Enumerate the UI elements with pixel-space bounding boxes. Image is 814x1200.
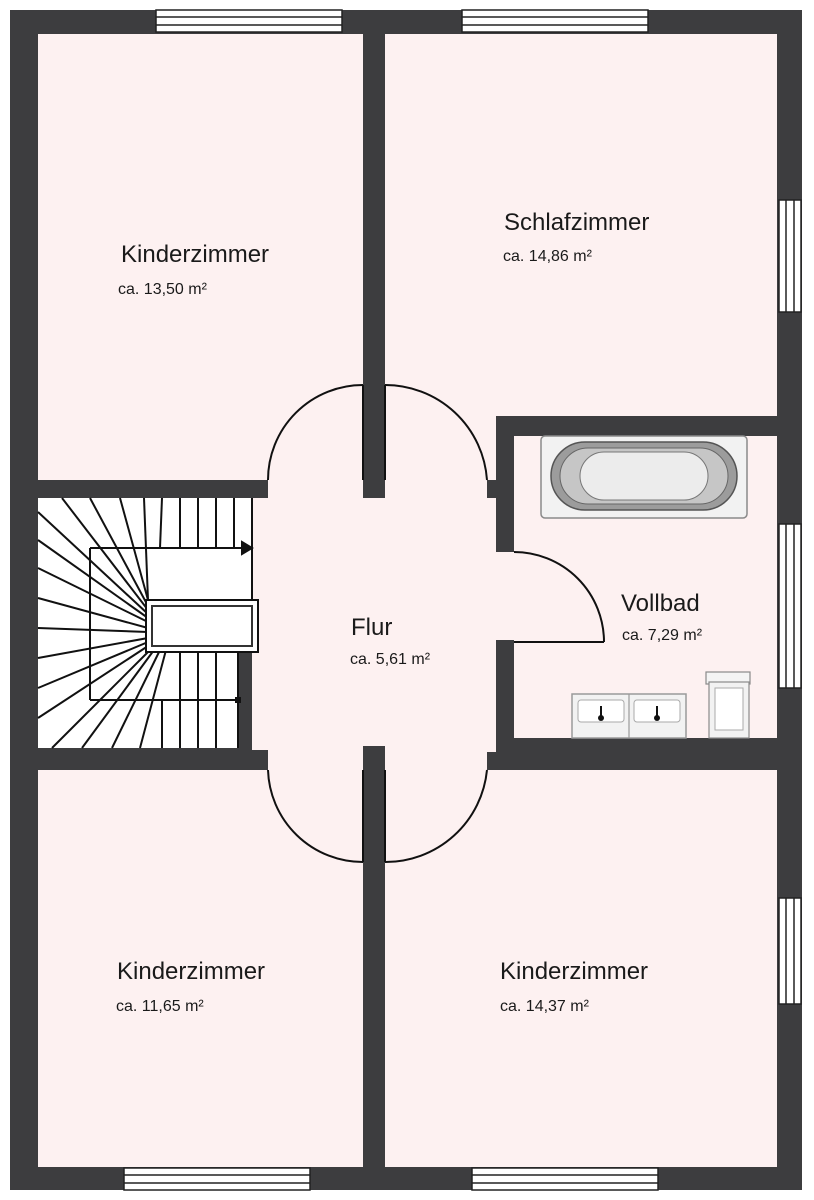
floor-bad-door-zone [496, 552, 514, 640]
wall-se-top [487, 752, 777, 770]
room-area-kinderzimmer-nw: ca. 13,50 m² [118, 281, 207, 298]
hall-center-patch-2 [385, 498, 496, 752]
room-name-vollbad: Vollbad [621, 590, 700, 617]
wall-vertical-top [363, 34, 385, 496]
window-bottom-right [471, 1167, 659, 1191]
room-area-flur: ca. 5,61 m² [350, 651, 431, 668]
door-arc-se [384, 769, 488, 864]
staircase [37, 497, 259, 749]
window-right-kinder-se [778, 897, 802, 1005]
room-name-flur: Flur [351, 614, 393, 641]
room-area-schlafzimmer: ca. 14,86 m² [503, 248, 592, 265]
window-right-bad [778, 523, 802, 689]
inner-walls [38, 34, 777, 1168]
room-area-kinderzimmer-se: ca. 14,37 m² [500, 998, 589, 1015]
wall-nw-bottom [38, 480, 268, 498]
doors [267, 383, 605, 864]
room-name-kinderzimmer-se: Kinderzimmer [500, 958, 649, 985]
door-arc-sw [267, 769, 364, 863]
door-arc-bad [513, 551, 605, 643]
room-name-schlafzimmer: Schlafzimmer [504, 209, 650, 236]
wall-sw-top [38, 748, 268, 770]
window-top-left [155, 9, 343, 33]
room-name-kinderzimmer-nw: Kinderzimmer [121, 241, 270, 268]
wall-stub-mid-bottom [363, 752, 385, 770]
stair-arrow-icon [241, 540, 254, 556]
room-area-vollbad: ca. 7,29 m² [622, 627, 703, 644]
window-right-schlaf [778, 199, 802, 313]
double-sink [571, 693, 687, 739]
door-arc-ne [384, 383, 488, 481]
door-arc-nw [267, 384, 364, 481]
room-name-kinderzimmer-sw: Kinderzimmer [117, 958, 266, 985]
wall-stub-mid-top [363, 480, 385, 498]
hall-center-patch [252, 498, 363, 750]
floor-schlafzimmer [385, 34, 777, 416]
bathtub [540, 435, 748, 519]
wall-bad-top [496, 416, 777, 436]
windows [123, 9, 802, 1191]
wall-stair-right [238, 650, 252, 748]
window-top-right [461, 9, 649, 33]
toilet [705, 671, 751, 739]
bath-bottom-wall [514, 738, 777, 752]
wall-stub-right-top [487, 480, 514, 498]
window-bottom-left [123, 1167, 311, 1191]
wall-vertical-bottom [363, 752, 385, 1168]
wall-bad-left-lower [496, 640, 514, 752]
room-area-kinderzimmer-sw: ca. 11,65 m² [116, 998, 204, 1015]
